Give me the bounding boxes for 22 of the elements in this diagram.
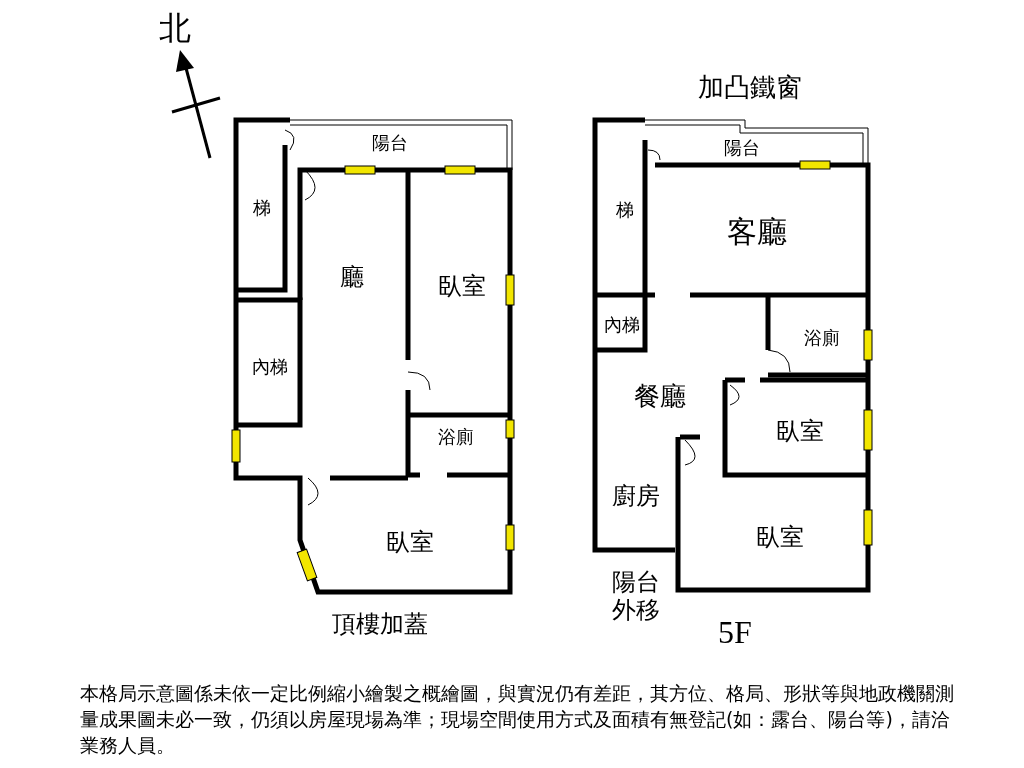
plan-title: 5F bbox=[718, 613, 752, 651]
room-label: 餐廳 bbox=[634, 382, 686, 412]
room-label: 浴廁 bbox=[438, 426, 474, 448]
plan-title: 頂樓加蓋 bbox=[332, 611, 428, 639]
room-label: 臥室 bbox=[756, 524, 804, 552]
room-label: 陽台 bbox=[724, 137, 760, 159]
room-label: 梯 bbox=[616, 199, 634, 221]
annotation-label: 加凸鐵窗 bbox=[698, 73, 802, 103]
room-label: 廚房 bbox=[612, 483, 660, 511]
room-label: 臥室 bbox=[438, 273, 486, 301]
room-label: 梯 bbox=[253, 197, 271, 219]
room-label: 客廳 bbox=[727, 214, 787, 250]
room-label: 廳 bbox=[340, 264, 364, 292]
room-label: 陽台 bbox=[372, 132, 408, 154]
room-label: 內梯 bbox=[251, 356, 289, 378]
room-label: 浴廁 bbox=[804, 327, 840, 349]
compass-label: 北 bbox=[159, 9, 191, 47]
annotation-label: 陽台外移 bbox=[611, 569, 661, 625]
room-label: 臥室 bbox=[776, 418, 824, 446]
room-label: 內梯 bbox=[603, 314, 641, 336]
room-label: 臥室 bbox=[386, 529, 434, 557]
disclaimer-text: 本格局示意圖係未依一定比例縮小繪製之概繪圖，與實況仍有差距，其方位、格局、形狀等與地政機關測量成果圖未必一致，仍須以房屋現場為準；現場空間使用方式及面積有無登記(如：露台、陽台等)，請洽業務人員。 bbox=[80, 681, 955, 758]
